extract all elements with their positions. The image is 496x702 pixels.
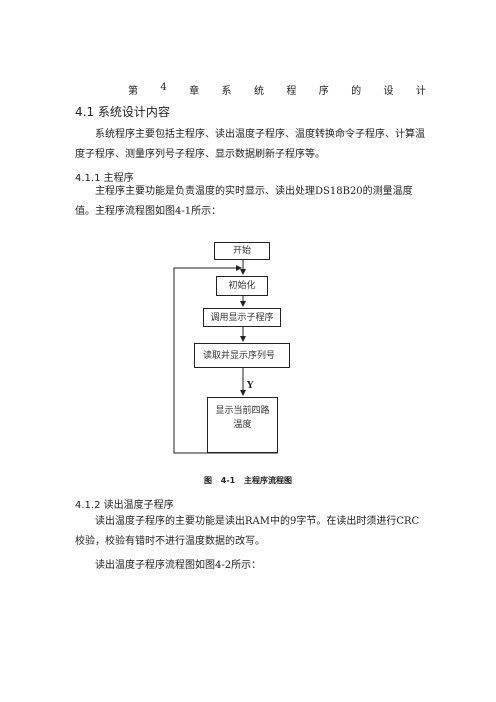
flow-read-display-label: 读取并显示序列号 [203, 350, 276, 361]
flow-show-temp-line1: 显示当前四路 [215, 406, 270, 416]
chapter-char: 4 [160, 82, 167, 93]
flow-show-temp-line2: 温度 [233, 420, 252, 430]
subsection-title-read: 4.1.2 读出温度子程序 [75, 500, 174, 511]
chapter-char: 设 [383, 86, 394, 97]
chapter-char: 第 [128, 86, 138, 97]
chapter-heading: 第 4 章 系 统 程 序 的 设 计 [128, 82, 426, 97]
chapter-char: 统 [253, 86, 264, 97]
flow-init-box: 初始化 [216, 276, 268, 296]
flow-call-display-box: 调用显示子程序 [203, 308, 281, 327]
chapter-char: 序 [318, 86, 329, 97]
subsection-title-main: 4.1.1 主程序 [75, 173, 134, 184]
flow-show-temp-box: 显示当前四路 温度 [207, 397, 278, 453]
flow-start-label: 开始 [232, 246, 251, 256]
chapter-char: 章 [189, 86, 200, 97]
flow-call-display-label: 调用显示子程序 [210, 312, 274, 323]
subsection-read-text-2: 读出温度子程序流程图如图4-2所示： [95, 560, 262, 571]
subsection-main-text: 主程序主要功能是负责温度的实时显示、读出处理DS18B20的测量温度值。主程序流… [75, 186, 413, 217]
flow-yes-label: Y [247, 381, 254, 391]
section-title: 4.1 系统设计内容 [75, 105, 170, 119]
chapter-char: 程 [286, 86, 297, 97]
chapter-char: 系 [221, 86, 232, 97]
flow-start-box: 开始 [214, 242, 270, 260]
figure-caption: 图 4-1 主程序流程图 [203, 476, 293, 485]
flow-init-label: 初始化 [228, 281, 256, 291]
flow-read-display-box: 读取并显示序列号 [194, 343, 290, 368]
chapter-char: 计 [415, 86, 426, 97]
section-intro: 系统程序主要包括主程序、读出温度子程序、温度转换命令子程序、计算温度子程序、测量… [75, 129, 425, 160]
chapter-char: 的 [351, 86, 362, 97]
subsection-read-text: 读出温度子程序的主要功能是读出RAM中的9字节。在读出时须进行CRC校验，校验有… [75, 516, 420, 547]
